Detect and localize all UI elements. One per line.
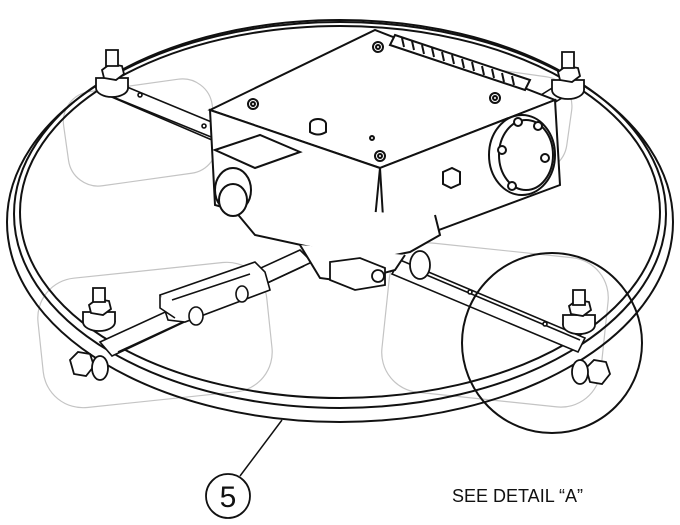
pivot-block [329,250,431,291]
callout-leader [239,419,283,477]
end-cap-plate [488,114,556,196]
callout-balloon: 5 [205,473,251,519]
hoop-ring [6,19,674,423]
detail-note: SEE DETAIL “A” [452,486,583,506]
detail-a-circle [461,252,643,434]
front-clamp-bracket [159,261,271,326]
hex-bolt-icon [68,49,612,385]
callout-number: 5 [220,481,237,514]
